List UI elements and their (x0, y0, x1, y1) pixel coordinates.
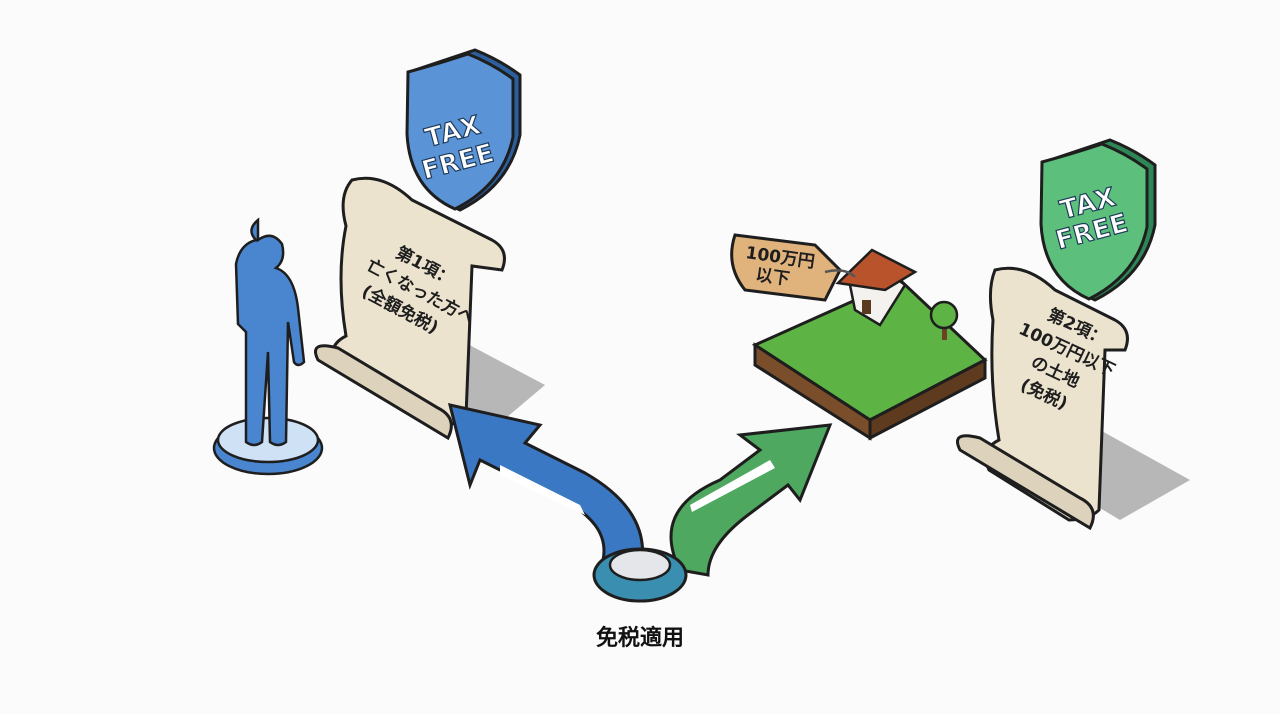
scroll-right: 第2項： 100万円以下 の土地 (免税) (956, 266, 1190, 531)
land-plot (751, 248, 988, 441)
svg-text:TAX: TAX (1057, 183, 1119, 226)
tree-icon (929, 300, 959, 340)
tax-free-shield-blue: TAX FREE (405, 48, 522, 212)
caption-tax-exemption: 免税適用 (595, 626, 684, 651)
house-icon (835, 248, 918, 327)
tax-free-shield-green: TAX FREE (1039, 138, 1157, 302)
hub-node (592, 547, 688, 603)
person-figure (212, 217, 324, 476)
svg-text:以下: 以下 (754, 265, 790, 290)
arrow-to-left (447, 403, 645, 575)
arrow-to-right (669, 423, 833, 577)
price-tag: 100万円 以下 (730, 233, 856, 302)
scroll-left: 第1項： 亡くなった方へ (全額免税) (314, 176, 545, 441)
